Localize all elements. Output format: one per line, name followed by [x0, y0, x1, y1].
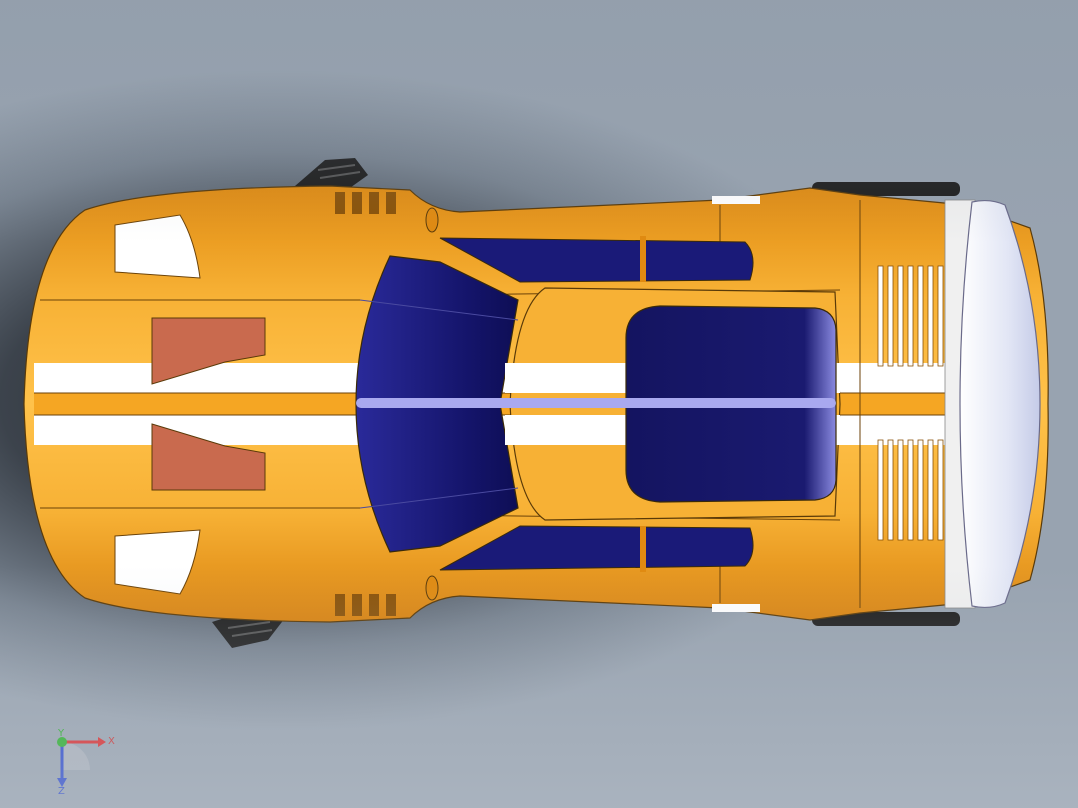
rear-wing	[959, 199, 1041, 609]
hood-vent-top	[151, 317, 266, 385]
z-axis-arrow	[57, 778, 67, 787]
mirror-top	[425, 207, 439, 233]
y-axis-dot	[57, 737, 67, 747]
x-axis-label: X	[108, 736, 115, 747]
center-spine	[356, 398, 836, 408]
x-axis-arrow	[98, 737, 106, 747]
side-slats-bottom	[335, 594, 396, 616]
rear-panel-bottom	[712, 604, 760, 612]
tire-rear-bottom	[812, 612, 960, 626]
coordinate-triad: X Y Z	[57, 728, 115, 794]
rear-panel-top	[712, 196, 760, 204]
side-window-bottom	[439, 525, 754, 571]
front-cutout-bottom	[114, 529, 201, 595]
hood-vent-bottom	[151, 423, 266, 491]
side-slats-top	[335, 192, 396, 214]
z-axis-label: Z	[58, 786, 65, 794]
mirror-bottom	[425, 575, 439, 601]
y-axis-label: Y	[57, 728, 65, 739]
side-window-top	[439, 237, 754, 283]
tire-rear-top	[812, 182, 960, 196]
front-cutout-top	[114, 214, 201, 279]
